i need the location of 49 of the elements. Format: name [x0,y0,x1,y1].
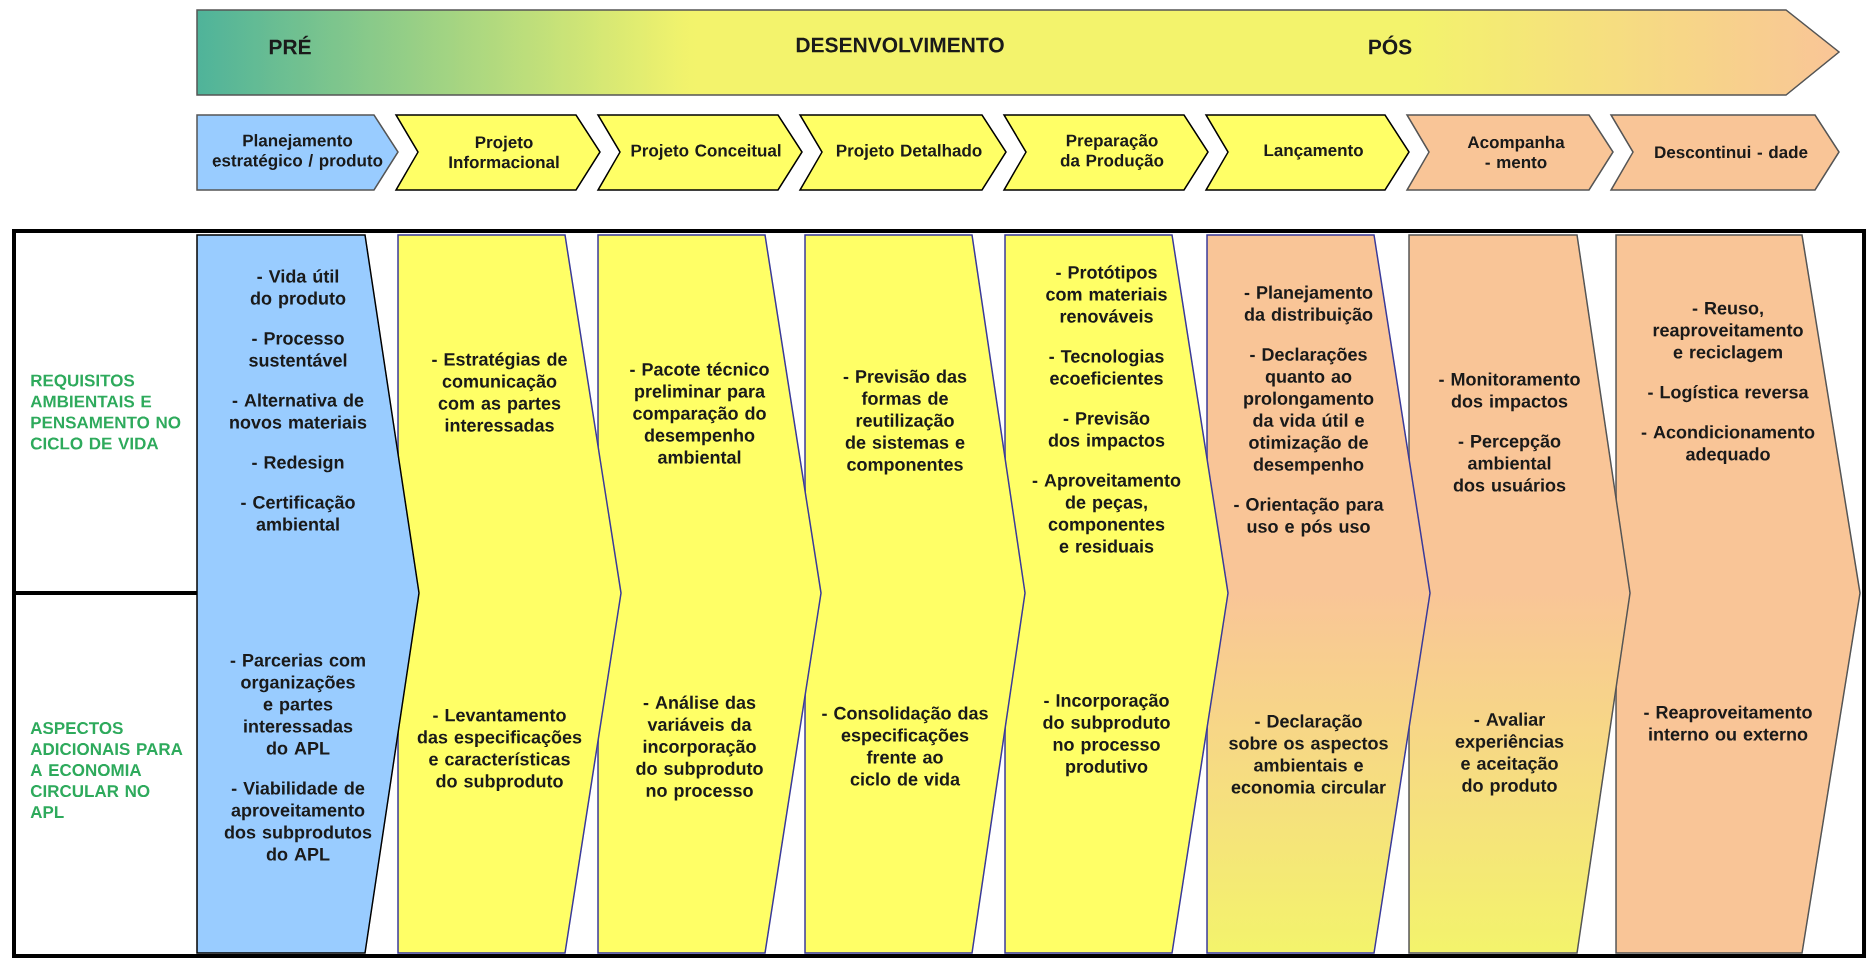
list-item-text: - Logística reversa [1648,385,1809,403]
list-item-text: - Consolidação das especificações frente ao ciclo de vida [822,706,988,786]
list-item-text: - Reuso, reaproveitamento e reciclagem [1653,301,1803,363]
stage-column [597,234,822,954]
stage-column [1408,234,1631,954]
row-label: REQUISITOS AMBIENTAIS E PENSAMENTO NO CICLO DE VIDA [30,374,181,450]
list-item-text: - Incorporação do subproduto no processo produtivo [1043,693,1170,777]
stage-box: Planejamento estratégico / produto [196,114,399,191]
stage-column [804,234,1026,954]
list-item-text: - Redesign [252,455,344,473]
list-item-text: - Percepção ambiental dos usuários [1453,434,1566,492]
stage-box: Projeto Conceitual [596,114,803,191]
list-item-text: - Previsão dos impactos [1048,411,1165,451]
list-item-text: - Reaproveitamento interno ou externo [1644,705,1812,741]
list-item-text: - Alternativa de novos materiais [230,393,367,429]
list-item-text: - Planejamento da distribuição [1244,285,1373,325]
stage-box: Preparação da Produção [1002,114,1209,191]
list-item-text: - Aproveitamento de peças, componentes e residuais [1032,473,1181,553]
stage-column [1206,234,1431,954]
stage-column [397,234,622,954]
list-item-text: - Processo sustentável [249,332,347,367]
stage-box: Acompanha - mento [1405,114,1614,191]
list-item-text: - Vida útil do produto [250,269,346,309]
stage-column [1004,234,1229,954]
list-item-text: - Acondicionamento adequado [1641,425,1815,465]
list-item-text: - Monitoramento dos impactos [1439,372,1580,412]
stage-box: Projeto Informacional [394,114,601,191]
stage-box: Lançamento [1204,114,1410,191]
list-item-text: - Estratégias de comunicação com as partes interessadas [432,352,567,432]
list-item-text: - Declaração sobre os aspectos ambientais e economia circular [1229,714,1388,794]
list-item-text: - Análise das variáveis da incorporação do subproduto no processo [636,695,763,801]
list-item-text: - Certificação ambiental [241,495,355,531]
list-item-text: - Orientação para uso e pós uso [1234,497,1384,537]
phase-label: PÓS [1369,35,1412,55]
list-item-text: - Pacote técnico preliminar para comparação do desempenho ambiental [630,362,769,464]
list-item-text: - Previsão das formas de reutilização de sistemas e componentes [843,369,967,475]
stage-box: Descontinui - dade [1609,114,1840,191]
list-item-text: - Parcerias com organizações e partes interessadas do APL [230,653,365,755]
list-item-text: - Levantamento das especificações e características do subproduto [417,708,582,792]
stage-column [1615,234,1861,954]
list-item-text: - Tecnologias ecoeficientes [1049,349,1164,385]
phase-label: PRÉ [269,35,311,55]
list-item-text: - Avaliar experiências e aceitação do produto [1455,712,1564,796]
banner-arrow [196,9,1841,96]
list-item-text: - Viabilidade de aproveitamento dos subprodutos do APL [224,781,372,861]
stage-box: Projeto Detalhado [798,114,1007,191]
list-item-text: - Declarações quanto ao prolongamento da vida útil e otimização de desempenho [1244,347,1374,475]
list-item-text: - Protótipos com materiais renováveis [1046,265,1167,323]
phase-label: DESENVOLVIMENTO [796,37,1004,53]
